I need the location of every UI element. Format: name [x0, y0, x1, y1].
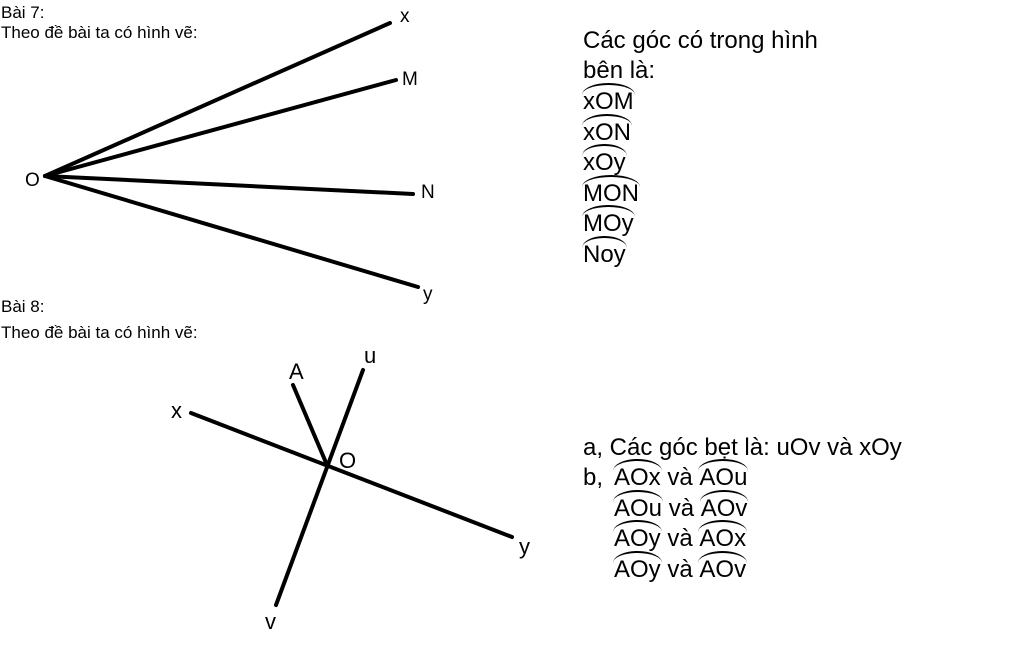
line-xy — [189, 411, 514, 539]
bai7-label-x: x — [400, 6, 410, 27]
bai8-label-y: y — [519, 534, 530, 559]
angle-item: xOM — [582, 83, 635, 118]
connector: và — [667, 555, 693, 583]
bai7-answer-heading-2: bên là: — [583, 57, 656, 84]
bai8-label-x: x — [171, 398, 182, 423]
connector: và — [667, 464, 693, 491]
bai8-lines — [189, 368, 514, 607]
ray-Ox — [43, 21, 392, 178]
bai8-label-A: A — [289, 359, 304, 384]
angle-item: AOv — [699, 489, 749, 525]
ray-ON — [43, 174, 415, 196]
ray-OA — [291, 383, 329, 467]
bai7-label-y: y — [423, 284, 433, 305]
bai7-label-M: M — [402, 69, 418, 90]
bai8-intro: Theo đề bài ta có hình vẽ: — [1, 323, 198, 342]
bai7-rays — [43, 21, 420, 289]
angle-item: AOx — [613, 459, 662, 494]
bai8-part-a: a, Các góc bẹt là: uOv và xOy — [583, 434, 902, 461]
bai8-title: Bài 8: — [1, 297, 45, 316]
angle-item: xON — [582, 113, 632, 149]
bai8-label-u: u — [364, 343, 377, 368]
angle-item: MOy — [582, 205, 635, 240]
line-uv — [274, 368, 365, 607]
ray-OM — [43, 78, 398, 178]
bai8-label-O: O — [339, 448, 357, 473]
angle-item: AOv — [698, 550, 747, 586]
bai7-angle-list: xOM xON xOy MON MOy Noy — [582, 83, 640, 271]
angle-item: Noy — [582, 235, 627, 271]
bai8-part-b: b, AOx và AOu AOu và AOv AOy và AOx AOy v… — [583, 459, 749, 586]
bai7-title: Bài 7: — [1, 3, 45, 22]
bai8-label-v: v — [265, 609, 276, 634]
bai7-label-O: O — [25, 170, 40, 191]
connector: và — [667, 525, 693, 552]
angle-item: AOu — [612, 489, 664, 525]
ray-Oy — [43, 174, 420, 289]
bai7-answer-heading-1: Các góc có trong hình — [583, 27, 818, 54]
angle-item: AOy — [613, 550, 662, 586]
angle-item: AOy — [613, 520, 662, 555]
connector: và — [668, 494, 695, 522]
bai7-intro: Theo đề bài ta có hình vẽ: — [1, 23, 198, 42]
angle-item: AOx — [698, 520, 747, 555]
angle-item: AOu — [698, 459, 749, 494]
angle-item: xOy — [582, 144, 627, 179]
angle-item: MON — [582, 174, 640, 210]
bai7-label-N: N — [421, 182, 435, 203]
part-b-prefix: b, — [583, 464, 604, 491]
